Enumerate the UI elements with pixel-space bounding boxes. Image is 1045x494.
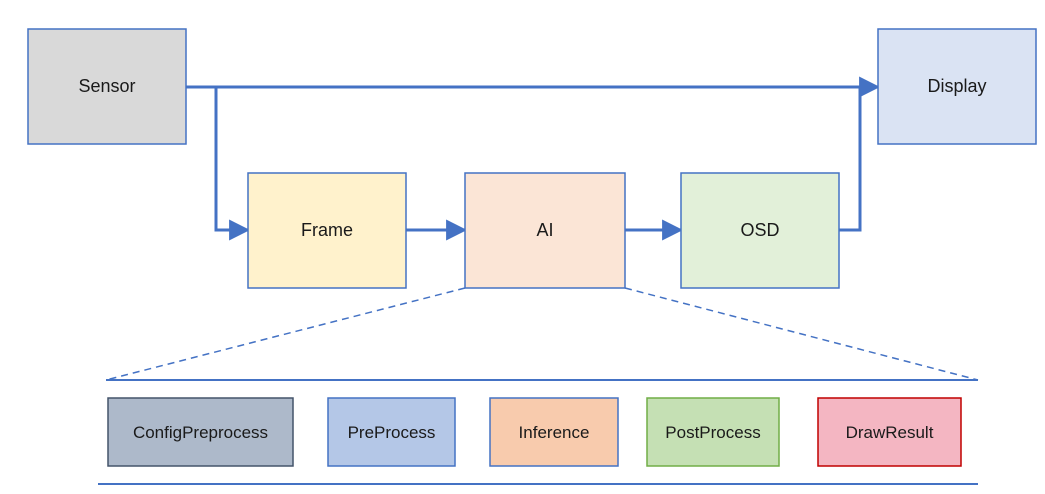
stage-preprocess-box [327, 397, 456, 467]
ai-expansion-guides [98, 287, 979, 485]
frame-label: Frame [301, 220, 353, 240]
frame-box [247, 172, 407, 289]
display-box [877, 28, 1037, 145]
sensor-box [27, 28, 187, 145]
osd-block: OSD [680, 172, 840, 289]
stage-preprocess: PreProcess [327, 397, 456, 467]
osd-box [680, 172, 840, 289]
display-block: Display [877, 28, 1037, 145]
osd-to-display-line [839, 87, 862, 232]
sensor-to-frame-line [214, 87, 251, 241]
stage-postprocess-box [646, 397, 780, 467]
ai-stages: ConfigPreprocess PreProcess Inference PostP… [107, 397, 962, 467]
sensor-block: Sensor [27, 28, 187, 145]
frame-block: Frame [247, 172, 407, 289]
osd-label: OSD [740, 220, 779, 240]
connectors [186, 76, 881, 241]
ai-block: AI [464, 172, 626, 289]
ai-box [464, 172, 626, 289]
stage-inference: Inference [489, 397, 619, 467]
stage-postprocess-label: PostProcess [665, 423, 760, 442]
left-dashed-guide [105, 287, 466, 381]
display-label: Display [927, 76, 986, 96]
stage-postprocess: PostProcess [646, 397, 780, 467]
stage-drawresult: DrawResult [817, 397, 962, 467]
stage-configpreprocess-label: ConfigPreprocess [133, 423, 268, 442]
stage-preprocess-label: PreProcess [348, 423, 436, 442]
stage-inference-box [489, 397, 619, 467]
ai-label: AI [536, 220, 553, 240]
sensor-label: Sensor [78, 76, 135, 96]
stage-configpreprocess-box [107, 397, 294, 467]
stage-drawresult-label: DrawResult [846, 423, 934, 442]
stage-configpreprocess: ConfigPreprocess [107, 397, 294, 467]
stage-drawresult-box [817, 397, 962, 467]
stage-inference-label: Inference [519, 423, 590, 442]
right-dashed-guide [624, 287, 979, 381]
